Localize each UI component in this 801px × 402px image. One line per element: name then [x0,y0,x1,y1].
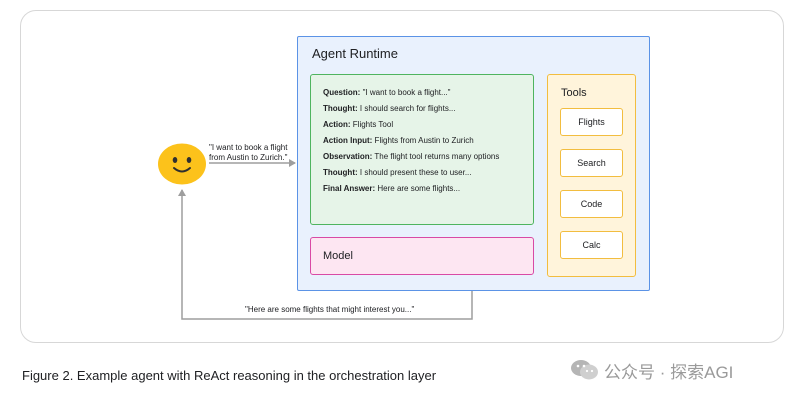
trace-line: Final Answer: Here are some flights... [323,184,461,193]
user-smiley-icon [158,143,206,185]
user-request-quote: "I want to book a flight from Austin to … [209,143,288,162]
agent-response-quote: "Here are some flights that might intere… [245,305,415,314]
react-trace: Question: "I want to book a flight..." T… [323,85,533,197]
watermark: 公众号 · 探索AGI [570,358,733,382]
trace-line: Action Input: Flights from Austin to Zur… [323,136,474,145]
trace-line: Question: "I want to book a flight..." [323,88,451,97]
watermark-text: 公众号 · 探索AGI [604,362,734,382]
tool-search: Search [560,149,623,177]
tool-calc: Calc [560,231,623,259]
figure-caption: Figure 2. Example agent with ReAct reaso… [22,368,437,383]
trace-line: Action: Flights Tool [323,120,394,129]
react-trace-box [310,74,534,225]
agent-runtime-title: Agent Runtime [312,46,398,61]
model-label: Model [323,250,353,262]
tools-title: Tools [561,87,587,99]
wechat-logo-icon [571,360,598,380]
model-box [310,237,534,275]
trace-line: Thought: I should search for flights... [323,104,456,113]
tool-code: Code [560,190,623,218]
trace-line: Thought: I should present these to user.… [323,168,472,177]
tool-flights: Flights [560,108,623,136]
trace-line: Observation: The flight tool returns man… [323,152,500,161]
